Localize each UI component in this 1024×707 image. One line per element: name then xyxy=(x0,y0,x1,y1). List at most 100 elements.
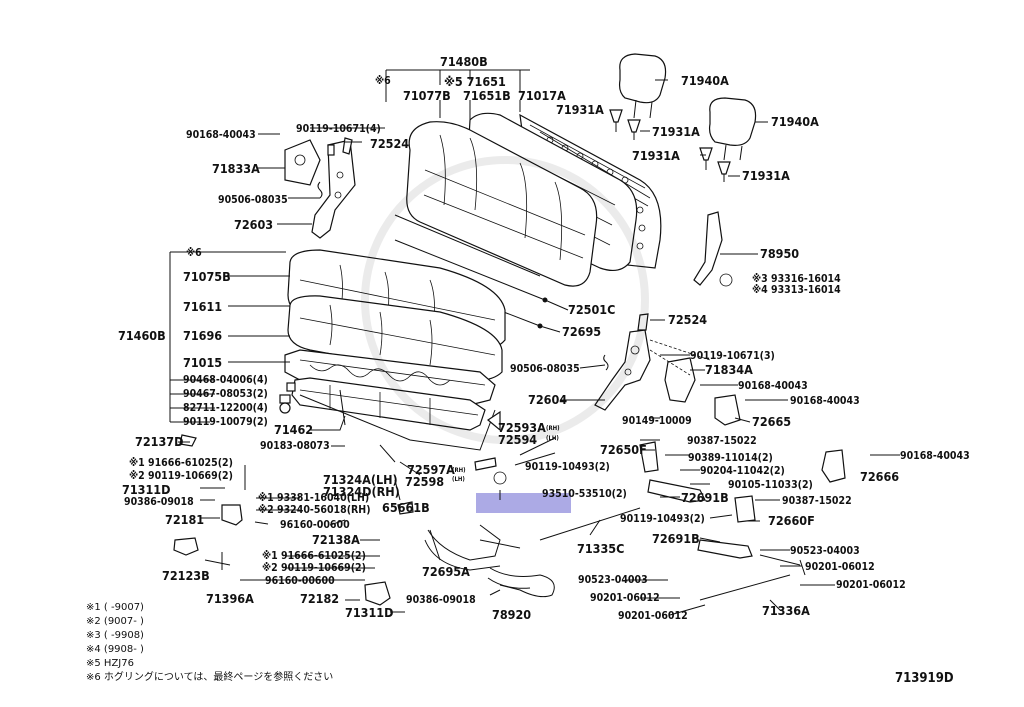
label-71075B: 71075B xyxy=(183,269,231,284)
label-note6-top: ※6 xyxy=(375,75,391,87)
label-71462: 71462 xyxy=(274,422,313,437)
label-65661B: 65661B xyxy=(382,500,430,515)
label-72501C: 72501C xyxy=(568,302,615,317)
lock-drawing xyxy=(539,441,806,601)
label-71335C: 71335C xyxy=(577,541,624,556)
label-90119-a: 90119-10671(4) xyxy=(296,123,381,135)
label-72691B-a: 72691B xyxy=(681,490,729,505)
label-71931A-b: 71931A xyxy=(652,124,700,139)
label-90119-g: 90119-10493(2) xyxy=(620,513,705,525)
label-72695: 72695 xyxy=(562,324,601,339)
label-90386-b: 90386-09018 xyxy=(406,594,476,606)
label-72665: 72665 xyxy=(752,414,791,429)
label-90119-d: ※2 90119-10669(2) xyxy=(262,562,366,574)
label-72593A: 72593A xyxy=(498,420,546,435)
legend-note-2: ※2 (9007- ) xyxy=(86,616,144,627)
label-90105: 90105-11033(2) xyxy=(728,479,813,491)
label-72181: 72181 xyxy=(165,512,204,527)
label-72593A-rh: (RH) xyxy=(546,425,560,432)
label-72666: 72666 xyxy=(860,469,899,484)
label-72524-a: 72524 xyxy=(370,136,409,151)
label-72182: 72182 xyxy=(300,591,339,606)
label-71833A: 71833A xyxy=(212,161,260,176)
label-72597A: 72597A xyxy=(407,462,455,477)
label-90523-b: 90523-04003 xyxy=(578,574,648,586)
label-90201-b: 90201-06012 xyxy=(836,579,906,591)
label-90506-a: 90506-08035 xyxy=(218,194,288,206)
label-90168-c: 90168-40043 xyxy=(790,395,860,407)
label-71077B: 71077B xyxy=(403,88,451,103)
label-90119-c: ※2 90119-10669(2) xyxy=(129,470,233,482)
seat-cushion-drawing xyxy=(284,249,506,451)
label-90467: 90467-08053(2) xyxy=(183,388,268,400)
label-72597A-rh: (RH) xyxy=(452,467,466,474)
small-parts-drawing xyxy=(173,382,507,606)
label-90119-b: 90119-10079(2) xyxy=(183,416,268,428)
label-90168-b: 90168-40043 xyxy=(738,380,808,392)
label-93510: 93510-53510(2) xyxy=(542,488,627,500)
headrests-drawing xyxy=(609,53,757,182)
label-91666-b: ※1 91666-61025(2) xyxy=(262,550,366,562)
label-71931A-c: 71931A xyxy=(632,148,680,163)
label-71931A-a: 71931A xyxy=(556,102,604,117)
label-71651: ※5 71651 xyxy=(444,74,506,89)
label-90168-d: 90168-40043 xyxy=(900,450,970,462)
label-90468: 90468-04006(4) xyxy=(183,374,268,386)
label-90506-b: 90506-08035 xyxy=(510,363,580,375)
label-93313: ※4 93313-16014 xyxy=(752,284,841,296)
label-72604: 72604 xyxy=(528,392,567,407)
label-90201-a: 90201-06012 xyxy=(805,561,875,573)
label-note6-b: ※6 xyxy=(186,247,202,259)
left-hinge-drawing xyxy=(284,137,356,239)
label-71931A-d: 71931A xyxy=(742,168,790,183)
label-90386-a: 90386-09018 xyxy=(124,496,194,508)
label-71015: 71015 xyxy=(183,355,222,370)
label-90119-e: 90119-10671(3) xyxy=(690,350,775,362)
label-90387-b: 90387-15022 xyxy=(782,495,852,507)
legend-note-1: ※1 ( -9007) xyxy=(86,602,144,613)
label-90201-d: 90201-06012 xyxy=(618,610,688,622)
label-90204: 90204-11042(2) xyxy=(700,465,785,477)
label-71324D: 71324D(RH) xyxy=(323,484,400,499)
label-90389: 90389-11014(2) xyxy=(688,452,773,464)
parts-drawings xyxy=(173,53,846,606)
footnote-legend: ※1 ( -9007) ※2 (9007- ) ※3 ( -9908) ※4 (… xyxy=(86,602,333,683)
label-91666-a: ※1 91666-61025(2) xyxy=(129,457,233,469)
label-71651B: 71651B xyxy=(463,88,511,103)
legend-note-5: ※5 HZJ76 xyxy=(86,658,134,669)
label-72123B: 72123B xyxy=(162,568,210,583)
label-72660F: 72660F xyxy=(768,513,815,528)
label-90183: 90183-08073 xyxy=(260,440,330,452)
label-71311D-b: 71311D xyxy=(345,605,393,620)
label-72695A: 72695A xyxy=(422,564,470,579)
label-71940A-b: 71940A xyxy=(771,114,819,129)
label-71480B: 71480B xyxy=(440,54,488,69)
label-72593A-lh: (LH) xyxy=(546,435,559,442)
cables-drawing xyxy=(424,524,555,598)
label-78920: 78920 xyxy=(492,607,531,622)
part-labels: 71480B ※5 71651 71077B 71651B 71017A ※6 … xyxy=(118,54,970,622)
seat-back-drawing xyxy=(394,112,662,329)
label-90119-f: 90119-10493(2) xyxy=(525,461,610,473)
legend-note-3: ※3 ( -9908) xyxy=(86,630,144,641)
label-71460B: 71460B xyxy=(118,328,166,343)
label-72598: 72598 xyxy=(405,474,444,489)
label-71311D-a: 71311D xyxy=(122,482,170,497)
label-72137D: 72137D xyxy=(135,434,183,449)
label-72650F: 72650F xyxy=(600,442,647,457)
right-hinge-drawing xyxy=(594,313,846,483)
label-90201-c: 90201-06012 xyxy=(590,592,660,604)
label-82711: 82711-12200(4) xyxy=(183,402,268,414)
label-90149: 90149-10009 xyxy=(622,415,692,427)
label-72594: 72594 xyxy=(498,432,537,447)
label-71017A: 71017A xyxy=(518,88,566,103)
label-93316: ※3 93316-16014 xyxy=(752,273,841,285)
leader-lines xyxy=(169,69,900,616)
label-96160-a: 96160-00600 xyxy=(280,519,350,531)
label-72691B-b: 72691B xyxy=(652,531,700,546)
label-96160-b: 96160-00600 xyxy=(265,575,335,587)
label-78950: 78950 xyxy=(760,246,799,261)
label-72138A: 72138A xyxy=(312,532,360,547)
diagram-id: 713919D xyxy=(895,671,954,686)
